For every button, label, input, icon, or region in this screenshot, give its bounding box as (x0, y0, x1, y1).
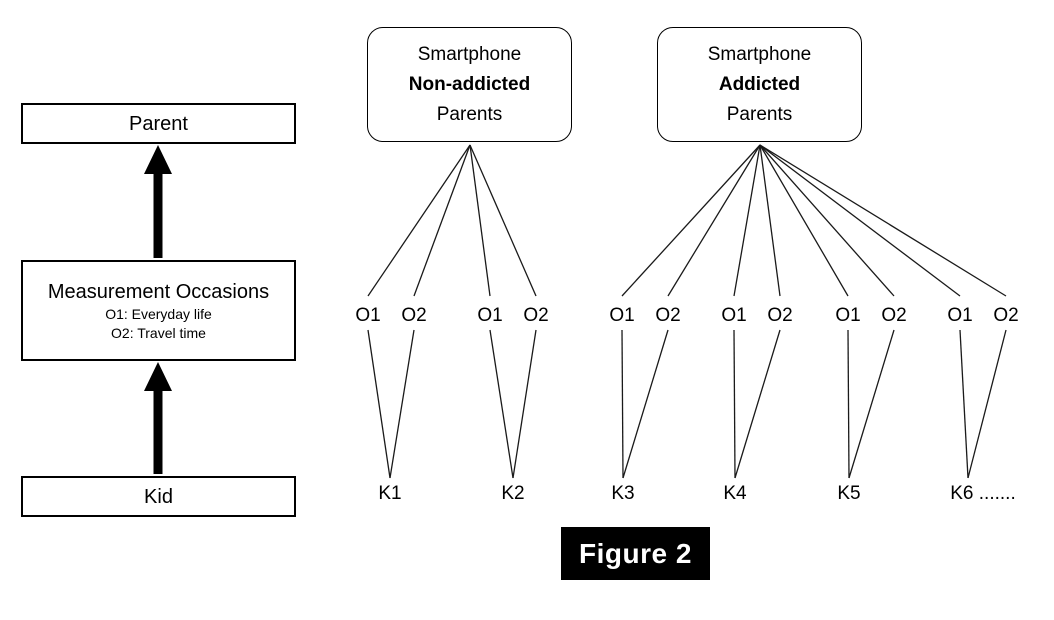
level-title-measurement-occasions: Measurement Occasions (47, 280, 270, 303)
occasion-label-k4-o1: O1 (721, 305, 747, 326)
group-addicted-line3: Parents (726, 103, 793, 125)
level-box-kid: Kid (21, 476, 296, 517)
kid-label-k6: K6 ....... (950, 483, 1016, 504)
level-box-measurement-occasions: Measurement Occasions O1: Everyday life … (21, 260, 296, 361)
occasion-label-k1-o1: O1 (355, 305, 381, 326)
kid-label-k4: K4 (723, 483, 747, 504)
occasion-label-k1-o2: O2 (401, 305, 427, 326)
occasion-label-k5-o2: O2 (881, 305, 907, 326)
group-non-addicted-line3: Parents (436, 103, 503, 125)
level-title-parent: Parent (129, 112, 188, 135)
group-box-non-addicted-parents: Smartphone Non-addicted Parents (367, 27, 572, 142)
occasion-label-k5-o1: O1 (835, 305, 861, 326)
kid-label-k1: K1 (378, 483, 402, 504)
kid-label-k2: K2 (501, 483, 525, 504)
group-box-addicted-parents: Smartphone Addicted Parents (657, 27, 862, 142)
figure-caption: Figure 2 (561, 527, 710, 580)
occasion-label-k6-o1: O1 (947, 305, 973, 326)
occasion-label-k2-o1: O1 (477, 305, 503, 326)
level-title-kid: Kid (144, 485, 173, 508)
kid-label-k5: K5 (837, 483, 861, 504)
group-non-addicted-line1: Smartphone (417, 43, 522, 65)
fan-non-addicted (367, 144, 537, 297)
fan-addicted (621, 144, 1007, 297)
kid-to-measurement-arrow (144, 362, 172, 474)
level-box-parent: Parent (21, 103, 296, 144)
occasion-label-k3-o1: O1 (609, 305, 635, 326)
occasion-label-k3-o2: O2 (655, 305, 681, 326)
occasion-label-k6-o2: O2 (993, 305, 1019, 326)
group-non-addicted-line2: Non-addicted (408, 73, 531, 95)
group-addicted-line1: Smartphone (707, 43, 812, 65)
measurement-to-parent-arrow (144, 145, 172, 258)
kid-label-k3: K3 (611, 483, 635, 504)
measurement-occasion-o2: O2: Travel time (111, 324, 206, 341)
occasion-label-k2-o2: O2 (523, 305, 549, 326)
occasion-to-kid-links (367, 329, 1007, 479)
group-addicted-line2: Addicted (718, 73, 801, 95)
measurement-occasion-o1: O1: Everyday life (105, 305, 212, 322)
occasion-label-k4-o2: O2 (767, 305, 793, 326)
